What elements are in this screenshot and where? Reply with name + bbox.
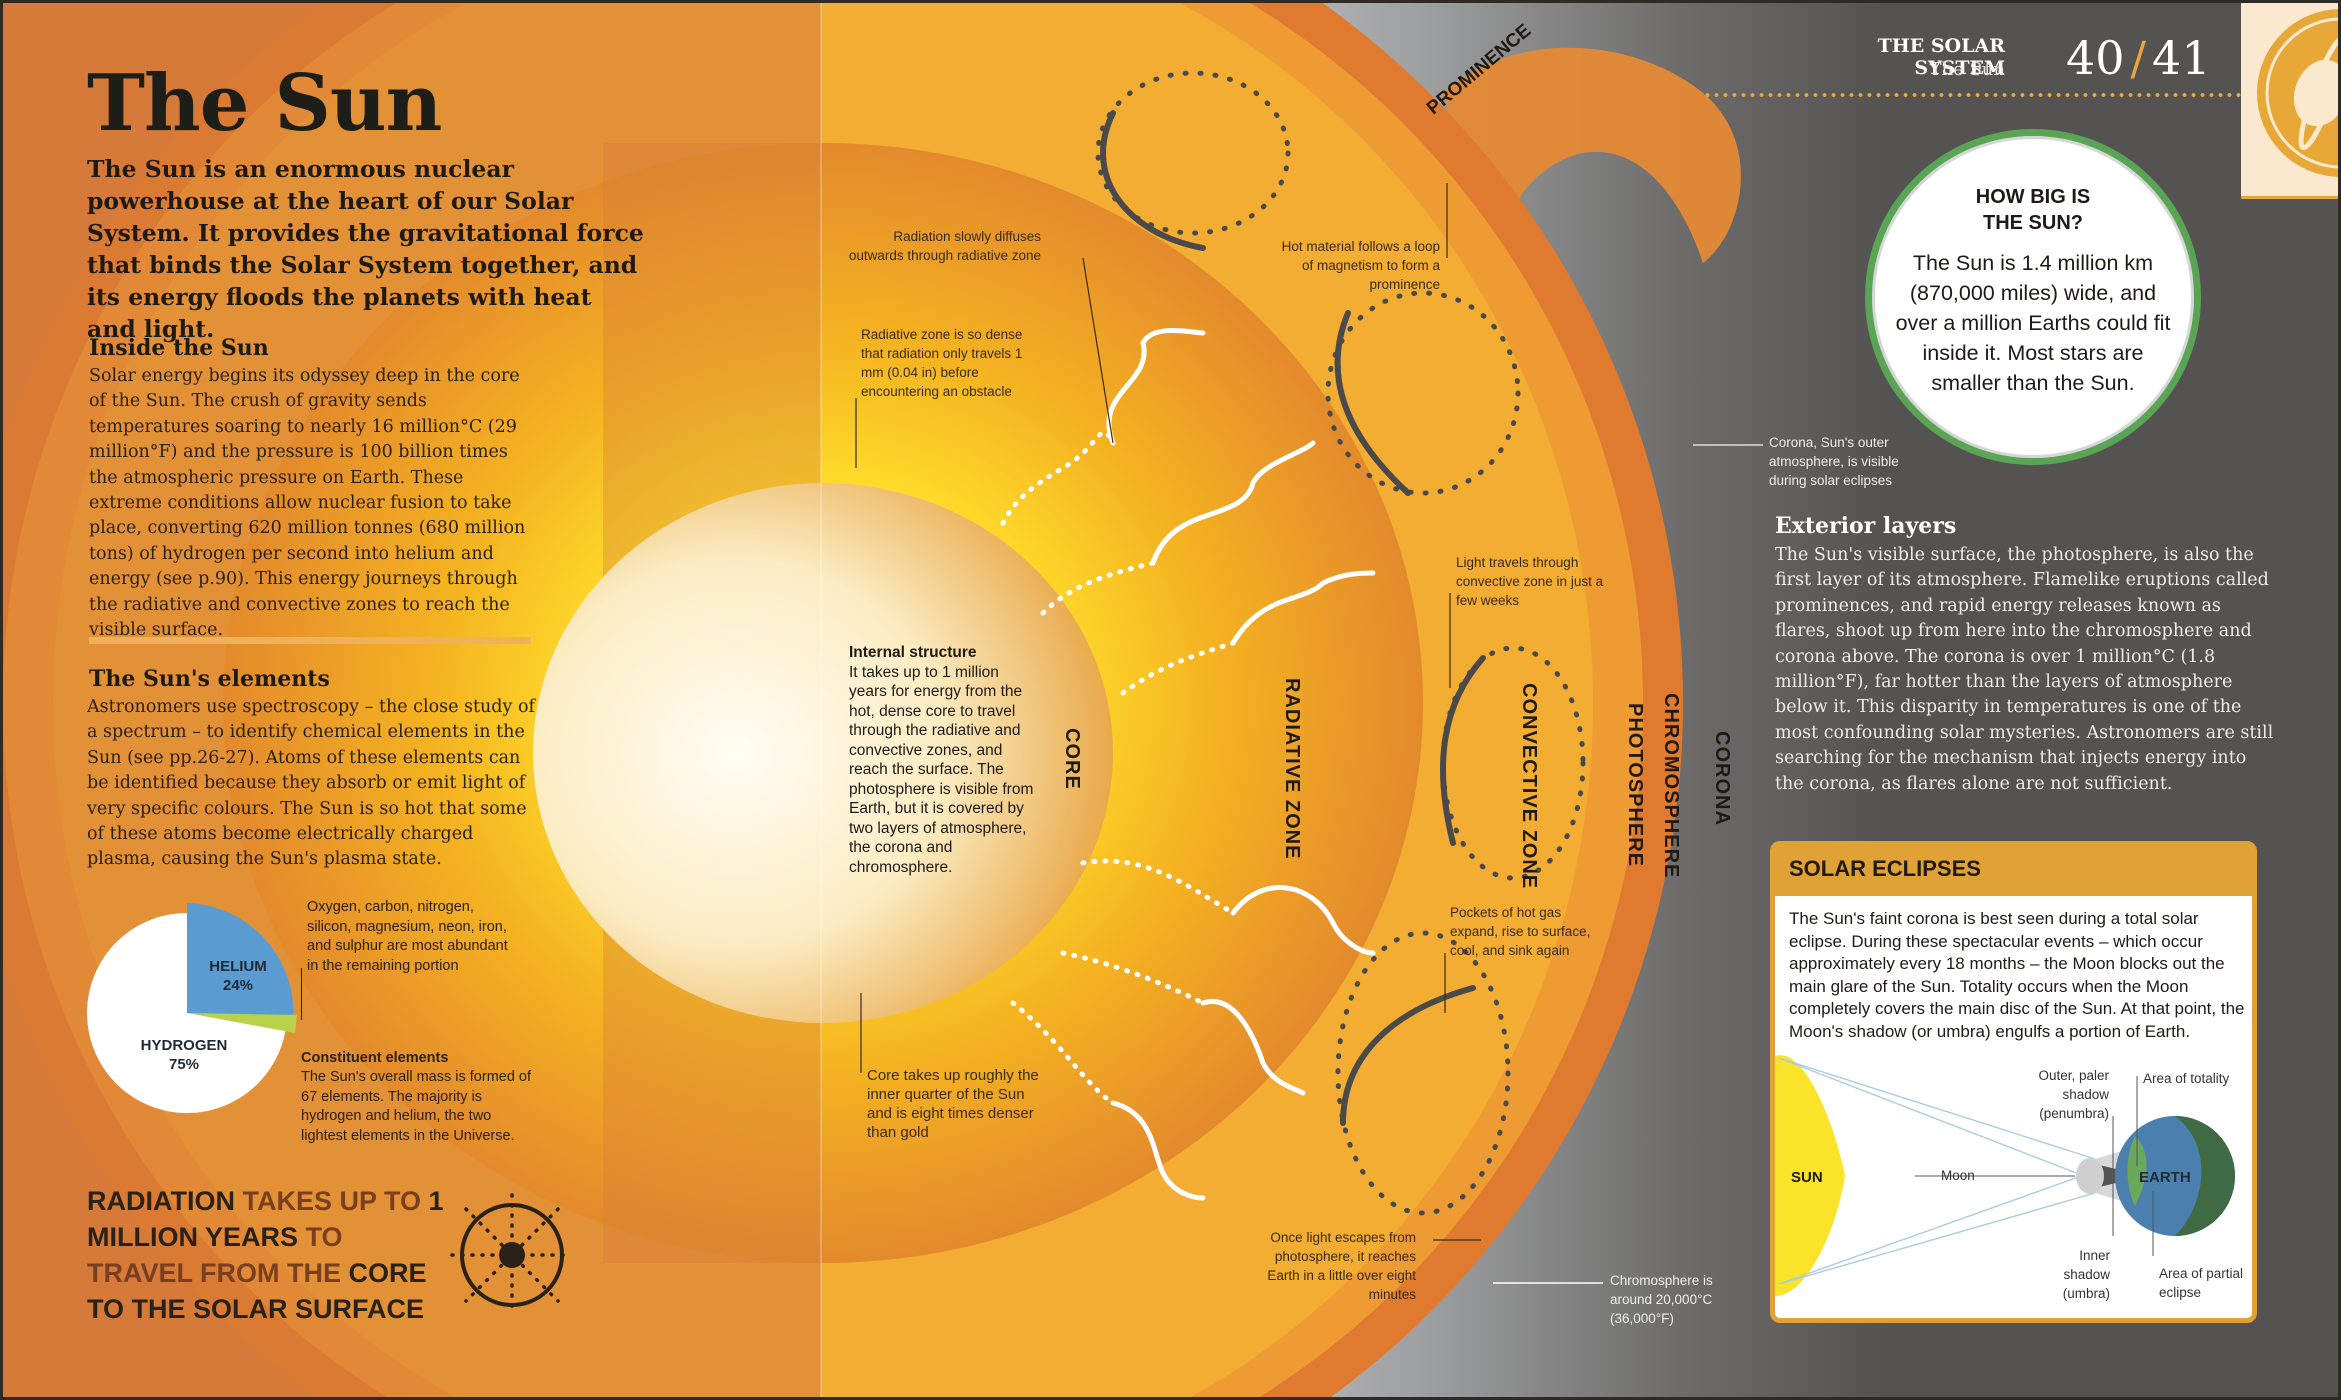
sun-elements-body: Astronomers use spectroscopy – the close… <box>87 697 535 870</box>
sun-cross-section-diagram <box>3 3 1763 1397</box>
element-pie-chart <box>87 903 297 1113</box>
callout-part: TO TRAVEL FROM THE <box>87 1222 349 1288</box>
annotation-light-escapes: Once light escapes from photosphere, it … <box>1267 1230 1416 1302</box>
intro-paragraph: The Sun is an enormous nuclear powerhous… <box>87 155 644 343</box>
layer-label-chromosphere: CHROMOSPHERE <box>1660 693 1682 879</box>
annotation-chromosphere-temp: Chromosphere is around 20,000°C (36,000°… <box>1610 1273 1713 1326</box>
callout-part: CORE TO THE SOLAR SURFACE <box>87 1258 427 1324</box>
inside-sun-body: Solar energy begins its odyssey deep in … <box>89 366 526 641</box>
annotation-radiation-diffuses: Radiation slowly diffuses outwards throu… <box>848 229 1041 263</box>
helium-value: 24% <box>222 977 254 994</box>
page-numbers: 40/41 <box>2066 31 2211 85</box>
sun-radiation-icon <box>450 1193 574 1317</box>
page-slash: / <box>2130 31 2147 85</box>
eclipse-totality-label: Area of totality <box>2143 1071 2230 1086</box>
page-title: The Sun <box>87 58 442 149</box>
how-big-question: HOW BIG IS THE SUN? <box>1975 186 2091 234</box>
radiation-callout: RADIATION TAKES UP TO 1 MILLION YEARS TO… <box>87 1183 447 1327</box>
eclipse-penumbra-label: Outer, paler shadow (penumbra) <box>2038 1068 2109 1121</box>
annotation-pockets: Pockets of hot gas expand, rise to surfa… <box>1450 905 1591 958</box>
callout-part: 1 MILLION YEARS <box>87 1186 444 1252</box>
solar-eclipses-body: The Sun's faint corona is best seen duri… <box>1789 909 2245 1041</box>
callout-part: RADIATION <box>87 1186 235 1216</box>
internal-structure-note: Internal structure It takes up to 1 mill… <box>849 643 1034 877</box>
how-big-answer: The Sun is 1.4 million km (870,000 miles… <box>1895 251 2171 395</box>
layer-label-corona: CORONA <box>1711 731 1733 826</box>
layer-label-photosphere: PHOTOSPHERE <box>1624 703 1646 867</box>
section-divider <box>89 637 531 644</box>
exterior-layers-heading: Exterior layers <box>1775 513 1957 539</box>
planet-icon <box>2257 9 2338 177</box>
annotation-light-convective: Light travels through convective zone in… <box>1456 555 1604 608</box>
annotation-radiative-dense: Radiative zone is so dense that radiatio… <box>861 327 1023 399</box>
hydrogen-value: 75% <box>168 1056 200 1073</box>
chapter-tab <box>2241 3 2338 199</box>
page-number-right: 41 <box>2152 31 2211 85</box>
internal-structure-body: It takes up to 1 million years for energ… <box>849 663 1034 876</box>
remaining-elements-note: Oxygen, carbon, nitrogen, silicon, magne… <box>307 899 508 974</box>
annotation-corona: Corona, Sun's outer atmosphere, is visib… <box>1769 435 1899 488</box>
helium-name: HELIUM <box>209 958 267 975</box>
internal-structure-heading: Internal structure <box>849 644 977 661</box>
inside-sun-heading: Inside the Sun <box>89 335 269 361</box>
solar-eclipses-box: SOLAR ECLIPSES The Sun's faint corona is… <box>1770 841 2257 1323</box>
eclipse-moon-label: Moon <box>1941 1168 1975 1183</box>
hydrogen-name: HYDROGEN <box>140 1037 228 1054</box>
eclipse-earth-label: EARTH <box>2139 1169 2191 1186</box>
eclipse-diagram <box>1775 1055 2235 1296</box>
eclipse-umbra-label: Inner shadow (umbra) <box>2062 1248 2110 1301</box>
eclipse-partial-label: Area of partial eclipse <box>2159 1266 2244 1300</box>
section-name: THE SOLAR SYSTEM <box>1877 35 2005 79</box>
layer-label-radiative: RADIATIVE ZONE <box>1281 678 1303 860</box>
constituent-body: The Sun's overall mass is formed of 67 e… <box>301 1069 532 1144</box>
subsection-name: The Sun <box>1929 59 2006 80</box>
eclipse-sun-label: SUN <box>1791 1169 1823 1186</box>
solar-eclipses-heading: SOLAR ECLIPSES <box>1775 846 2252 896</box>
hydrogen-label: HYDROGEN 75% <box>129 1036 239 1074</box>
how-big-circle: HOW BIG IS THE SUN? The Sun is 1.4 milli… <box>1865 129 2201 465</box>
callout-part: TAKES UP TO <box>235 1186 429 1216</box>
constituent-heading: Constituent elements <box>301 1050 449 1066</box>
layer-label-core: CORE <box>1061 728 1083 790</box>
layer-label-convective: CONVECTIVE ZONE <box>1518 683 1540 890</box>
annotation-hot-material: Hot material follows a loop of magnetism… <box>1281 239 1440 292</box>
page-number-left: 40 <box>2066 31 2125 85</box>
annotation-core-size: Core takes up roughly the inner quarter … <box>867 1067 1039 1141</box>
header-dotted-rule <box>1703 93 2243 97</box>
helium-label: HELIUM 24% <box>193 957 283 995</box>
sun-elements-heading: The Sun's elements <box>89 666 330 692</box>
exterior-layers-body: The Sun's visible surface, the photosphe… <box>1775 545 2274 794</box>
pie-leader-line <box>301 968 302 1020</box>
